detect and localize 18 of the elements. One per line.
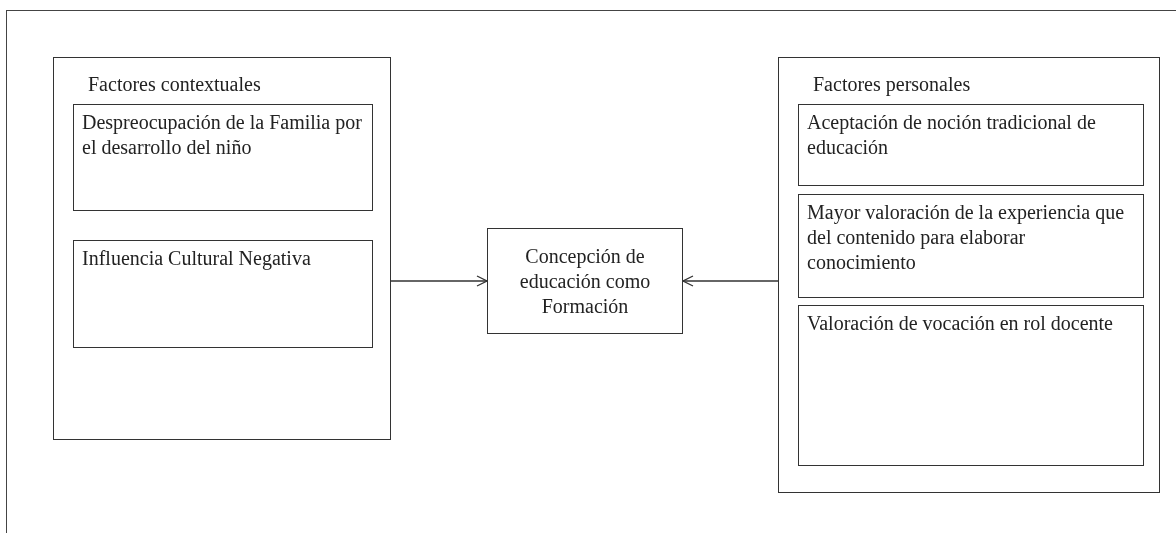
box-text: Valoración de vocación en rol docente	[807, 311, 1114, 336]
group-heading: Factores contextuales	[88, 72, 262, 97]
factor-box	[73, 104, 373, 211]
factor-box	[798, 305, 1144, 466]
arrow	[390, 275, 488, 287]
box-text: Concepción de educación como Formación	[518, 243, 652, 319]
factor-box	[73, 240, 373, 348]
factor-box	[798, 194, 1144, 298]
box-text: Despreocupación de la Familia por el desarrollo del niño	[82, 110, 363, 160]
factor-box	[487, 228, 683, 334]
box-text: Mayor valoración de la experiencia que del contenido para elaborar conocimiento	[807, 200, 1126, 275]
box-text: Aceptación de noción tradicional de educación	[807, 110, 1097, 160]
group-heading: Factores personales	[813, 72, 972, 97]
group-box	[53, 57, 391, 440]
box-text: Influencia Cultural Negativa	[82, 246, 312, 271]
group-box	[778, 57, 1160, 493]
factor-box	[798, 104, 1144, 186]
arrow	[682, 275, 779, 287]
